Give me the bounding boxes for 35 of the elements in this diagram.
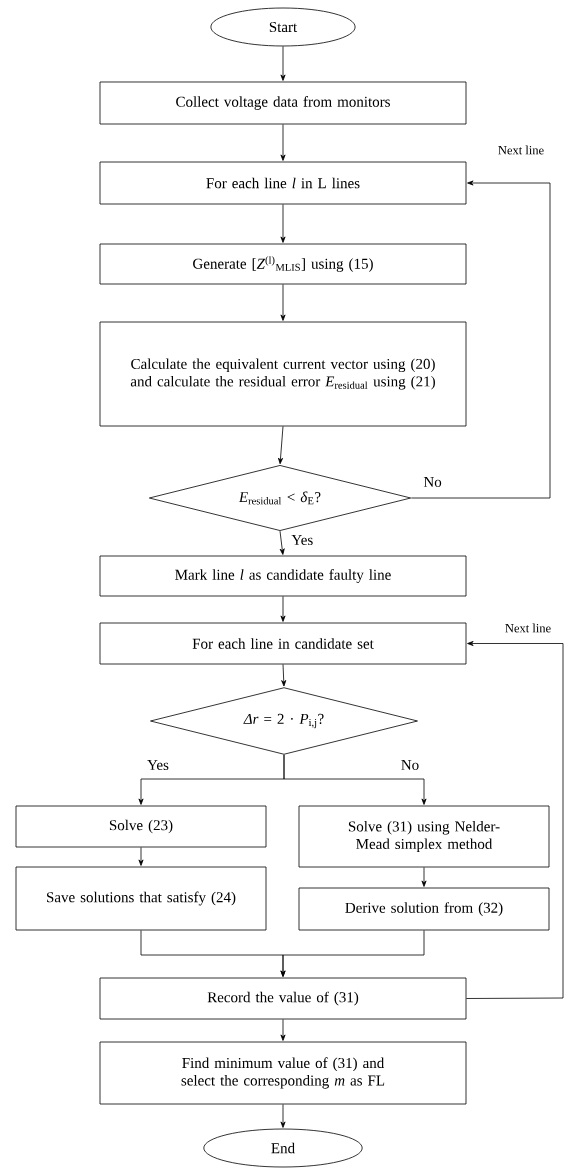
process-box: Find minimum value of (31) and select the corresponding m as FL xyxy=(99,1041,467,1105)
arrow xyxy=(279,530,285,555)
arrow xyxy=(278,426,284,465)
edge-label: No xyxy=(399,759,421,771)
arrow xyxy=(421,867,427,887)
process-box: Solve (23) xyxy=(15,805,267,848)
arrow xyxy=(138,847,144,866)
arrow xyxy=(280,204,286,243)
arrow xyxy=(280,1019,286,1041)
end-terminal: End xyxy=(203,1128,363,1168)
arrow xyxy=(280,284,286,321)
arrow xyxy=(280,1104,286,1128)
arrow xyxy=(281,664,287,687)
process-box: Mark line l as candidate faulty line xyxy=(99,555,467,597)
process-box: Calculate the equivalent current vector using (20) and calculate the residual error E$_{residual}$ using (21) xyxy=(99,321,467,427)
loop-label: Next line xyxy=(505,623,551,633)
process-box: Generate [Z$^{(l)}$$_{MLIS}$] using (15) xyxy=(99,243,467,285)
arrow xyxy=(280,930,425,977)
loop-box: For each line in candidate set xyxy=(99,622,467,665)
arrow xyxy=(410,180,551,499)
edge-label: Yes xyxy=(146,759,170,771)
process-box: Solve (31) using Nelder-Mead simplex method xyxy=(298,805,550,868)
start-terminal: Start xyxy=(210,7,356,47)
edge-label: No xyxy=(422,476,443,488)
edge-label: Yes xyxy=(290,534,315,546)
arrow xyxy=(280,124,286,161)
arrow xyxy=(283,754,427,805)
process-box: Save solutions that satisfy (24) xyxy=(15,866,267,931)
process-box: Record the value of (31) xyxy=(99,977,467,1020)
arrow xyxy=(280,596,286,622)
process-box: Derive solution from (32) xyxy=(298,887,550,931)
loop-label: Next line xyxy=(498,145,544,155)
arrow xyxy=(466,641,564,999)
arrow xyxy=(280,46,286,81)
process-box: Collect voltage data from monitors xyxy=(99,81,467,125)
